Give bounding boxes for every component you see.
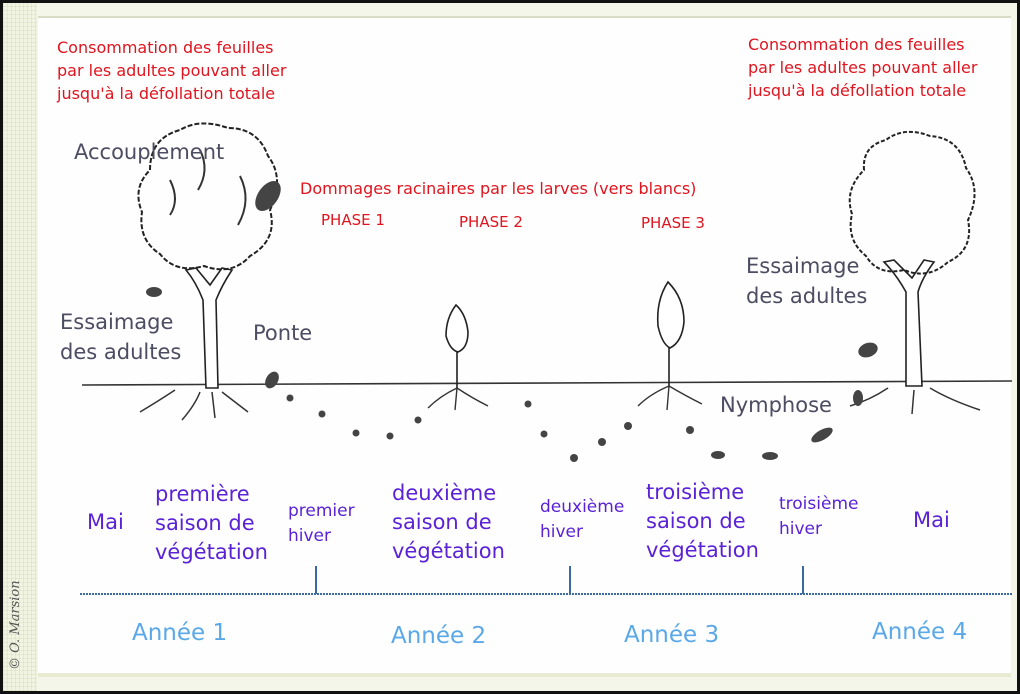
cockchafer-icon [146, 180, 878, 406]
tree-icon [848, 130, 981, 415]
larva-icon [286, 394, 833, 462]
winter-line: hiver [779, 519, 823, 539]
winter-line: deuxième [540, 497, 625, 517]
phase-3-label: PHASE 3 [641, 214, 705, 232]
stage-line: des adultes [746, 284, 868, 308]
winter-line: troisième [779, 494, 859, 514]
season-line: saison de [392, 510, 492, 534]
leaf-consumption-left-label: Consommation des feuilles par les adulte… [57, 36, 286, 105]
diagram-panel [38, 16, 1011, 677]
leaf-consumption-right-label: Consommation des feuilles par les adulte… [748, 33, 977, 102]
winter-line: premier [288, 501, 355, 521]
season-line: végétation [155, 540, 268, 564]
season-line: deuxième [392, 481, 497, 505]
may-end-label: Mai [913, 508, 950, 532]
mating-label: Accouplement [74, 140, 225, 164]
phase-2-label: PHASE 2 [459, 213, 523, 231]
annotation-line: jusqu'à la défollation totale [748, 81, 967, 100]
season-1-label: première saison de végétation [155, 480, 268, 567]
season-line: saison de [155, 511, 255, 535]
sapling-icon [637, 280, 703, 411]
year-3-label: Année 3 [624, 622, 720, 648]
credit-label: © O. Marsion [8, 580, 23, 670]
annotation-line: par les adultes pouvant aller [748, 58, 978, 77]
season-3-label: troisième saison de végétation [646, 478, 759, 565]
swarming-left-label: Essaimage des adultes [60, 307, 181, 367]
season-line: saison de [646, 509, 746, 533]
stage-line: Essaimage [746, 254, 860, 278]
season-line: végétation [392, 539, 505, 563]
root-damage-label: Dommages racinaires par les larves (vers… [300, 179, 697, 198]
annotation-line: par les adultes pouvant aller [57, 61, 287, 80]
left-margin [3, 3, 37, 691]
winter-1-label: premier hiver [288, 499, 355, 549]
swarming-right-label: Essaimage des adultes [746, 251, 867, 311]
ground-line [81, 380, 1013, 386]
winter-2-label: deuxième hiver [540, 495, 624, 545]
tree-icon [137, 122, 278, 421]
winter-line: hiver [288, 526, 332, 546]
year-2-label: Année 2 [391, 623, 487, 649]
winter-3-label: troisième hiver [779, 492, 858, 542]
stage-line: Essaimage [60, 310, 174, 334]
season-line: première [155, 482, 250, 506]
year-1-label: Année 1 [132, 620, 228, 646]
pupation-label: Nymphose [720, 393, 832, 417]
season-line: végétation [646, 538, 759, 562]
phase-1-label: PHASE 1 [321, 211, 385, 229]
annotation-line: Consommation des feuilles [748, 35, 965, 54]
laying-label: Ponte [253, 321, 313, 345]
annotation-line: jusqu'à la défollation totale [57, 84, 276, 103]
season-2-label: deuxième saison de végétation [392, 479, 505, 566]
season-line: troisième [646, 480, 745, 504]
sapling-icon [427, 303, 489, 411]
stage-line: des adultes [60, 340, 182, 364]
year-4-label: Année 4 [872, 619, 968, 645]
winter-line: hiver [540, 522, 584, 542]
annotation-line: Consommation des feuilles [57, 38, 274, 57]
may-start-label: Mai [87, 510, 124, 534]
